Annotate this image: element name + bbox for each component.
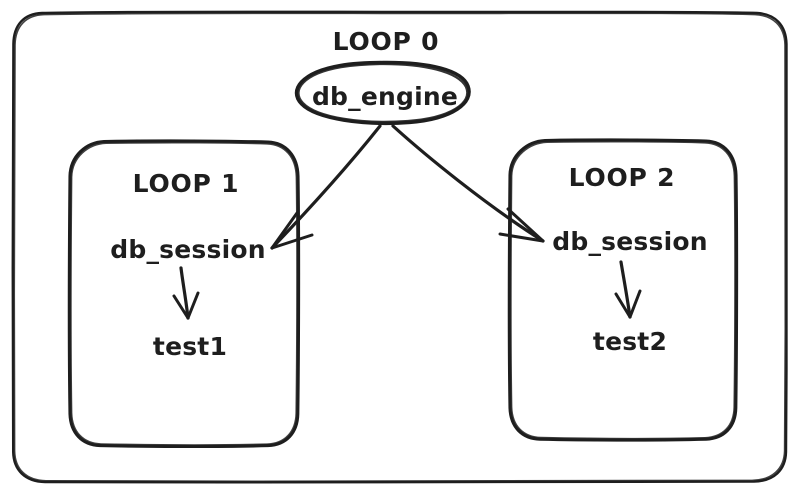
- edge-db-engine-to-loop-1-line: [270, 124, 382, 250]
- edge-loop-2-db-session-to-test2-arrowhead: [614, 289, 642, 319]
- edge-loop-2-db-session-to-test2-line: [619, 260, 632, 319]
- edge-loop-2-db-session-to-test2[interactable]: [614, 260, 642, 319]
- edge-loop-1-db-session-to-test1-arrowhead: [172, 291, 200, 320]
- edge-db-engine-to-loop-2-db-session[interactable]: [391, 124, 545, 243]
- edge-db-engine-to-loop-1-arrowhead: [270, 211, 314, 250]
- group-loop-1-outline: [67, 139, 301, 448]
- group-loop-1-label: LOOP 1: [133, 169, 240, 198]
- edge-loop-1-db-session-to-test1[interactable]: [172, 266, 200, 320]
- group-loop-2-outline: [507, 138, 739, 442]
- group-loop-2-outline-overlay: [509, 140, 737, 440]
- db-engine-ellipse-outline-overlay: [297, 62, 469, 123]
- outer-scope-label: LOOP 0: [333, 27, 440, 56]
- db-engine-ellipse-outline: [294, 60, 471, 126]
- outer-scope-loop-0[interactable]: [11, 10, 789, 484]
- edge-db-engine-to-loop-2-line: [391, 124, 545, 243]
- group-loop-2[interactable]: LOOP 2 db_session test2: [507, 138, 739, 442]
- edge-db-engine-to-loop-2-arrowhead: [498, 207, 545, 243]
- node-db-engine[interactable]: db_engine: [294, 60, 471, 126]
- edge-db-engine-to-loop-1-db-session[interactable]: [270, 124, 382, 250]
- db-engine-label: db_engine: [312, 82, 458, 111]
- group-loop-2-node-db-session[interactable]: db_session: [552, 227, 707, 256]
- outer-scope-outline-overlay: [13, 12, 787, 483]
- group-loop-2-label: LOOP 2: [569, 163, 676, 192]
- group-loop-2-node-test2[interactable]: test2: [593, 327, 667, 356]
- group-loop-1[interactable]: LOOP 1 db_session test1: [67, 139, 301, 448]
- edge-loop-1-db-session-to-test1-line: [179, 266, 190, 320]
- outer-scope-outline: [11, 10, 789, 484]
- group-loop-1-node-test1[interactable]: test1: [153, 332, 227, 361]
- group-loop-1-node-db-session[interactable]: db_session: [110, 235, 265, 264]
- group-loop-1-outline-overlay: [69, 141, 299, 447]
